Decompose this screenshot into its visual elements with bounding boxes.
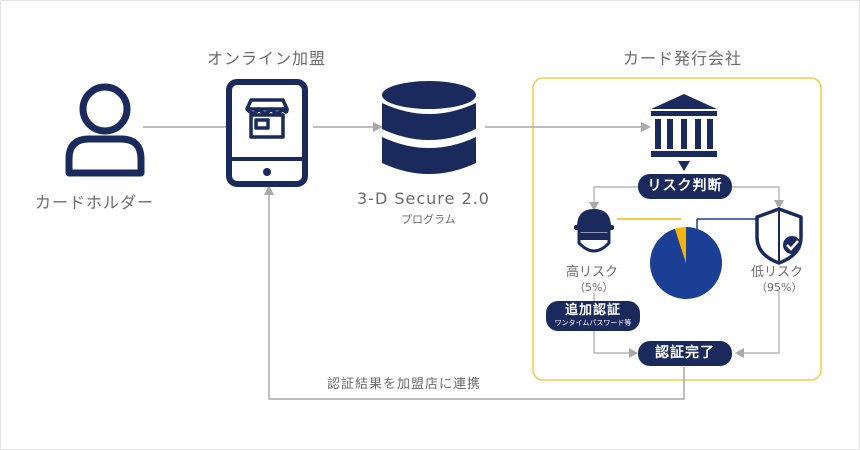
merchant-label: オンライン加盟 xyxy=(207,49,327,68)
high-risk-percent: （5%） xyxy=(574,281,614,294)
issuer-label: カード発行会社 xyxy=(623,49,743,68)
arrowhead-issuer xyxy=(641,122,651,132)
person-icon xyxy=(65,83,145,177)
pie-slice-high xyxy=(674,227,686,263)
low-risk-label: 低リスク xyxy=(751,265,804,280)
secure-label: 3-D Secure 2.0 xyxy=(357,189,490,208)
return-flow-line xyxy=(268,193,685,400)
pie-slice-low xyxy=(649,227,722,299)
risk-arrowheads xyxy=(589,200,784,358)
low-to-complete xyxy=(743,291,780,354)
risk-pie xyxy=(649,227,722,299)
tablet-store-icon xyxy=(226,79,308,187)
arrowhead-secure xyxy=(373,122,383,132)
issuer-box xyxy=(532,77,822,381)
burglar-icon xyxy=(574,209,614,253)
additional-auth-badge: 追加認証 ワンタイムパスワード等 xyxy=(546,301,640,331)
store-icon xyxy=(245,98,289,139)
return-flow-label: 認証結果を加盟店に連携 xyxy=(327,377,482,392)
secure-sub-label: プログラム xyxy=(401,213,456,226)
cardholder-label: カードホルダー xyxy=(35,193,155,212)
main-flow-arrows xyxy=(143,126,685,400)
arrowheads xyxy=(264,122,651,195)
bank-icon xyxy=(651,94,717,157)
risk-judgment-badge: リスク判断 xyxy=(638,174,732,199)
risk-branch-lines xyxy=(593,186,780,354)
branch-to-high xyxy=(593,186,638,205)
branch-to-low xyxy=(731,186,780,203)
database-icon xyxy=(382,81,476,174)
additional-auth-sub-label: ワンタイムパスワード等 xyxy=(554,319,632,327)
arrowhead-merchant-up xyxy=(264,185,274,195)
additional-auth-label: 追加認証 xyxy=(564,303,621,318)
auth-complete-badge: 認証完了 xyxy=(638,341,732,366)
shield-icon xyxy=(755,207,803,265)
additional-auth-to-complete xyxy=(593,330,629,354)
bank-down-arrow xyxy=(678,161,690,171)
low-risk-percent: （95%） xyxy=(756,281,803,294)
high-risk-label: 高リスク xyxy=(566,265,619,280)
